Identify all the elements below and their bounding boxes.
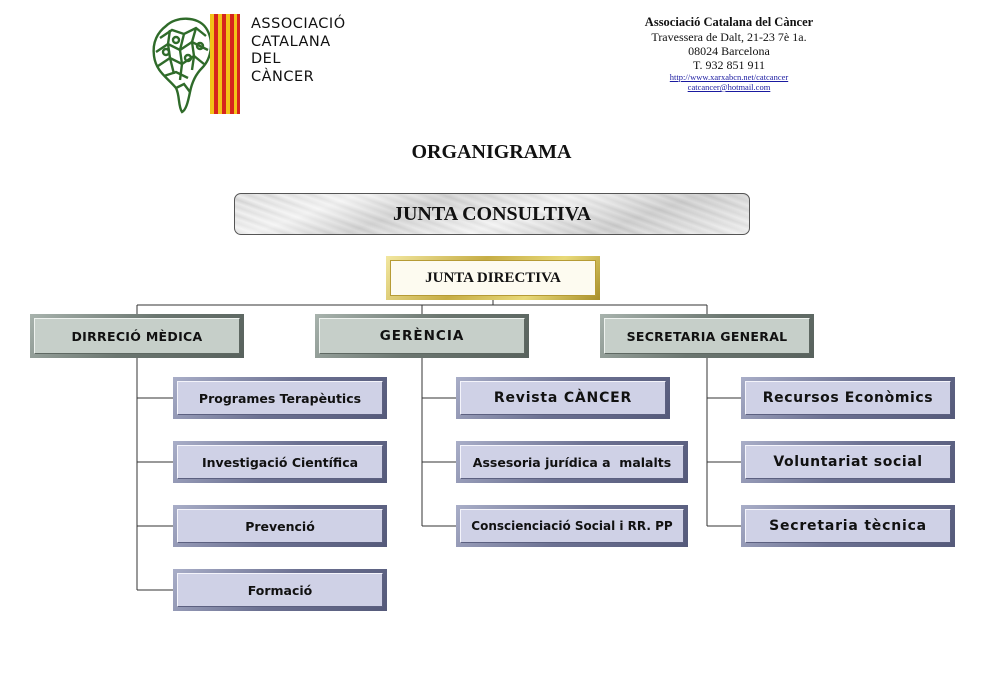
item-label: Assesoria jurídica a malalts <box>472 454 672 470</box>
department-inner: SECRETARIA GENERAL <box>604 318 810 354</box>
contact-block: Associació Catalana del Càncer Travesser… <box>600 15 858 92</box>
item-inner: Programes Terapèutics <box>177 381 383 415</box>
item-inner: Secretaria tècnica <box>745 509 951 543</box>
item-voluntariat-social: Voluntariat social <box>741 441 955 483</box>
item-inner: Voluntariat social <box>745 445 951 479</box>
item-inner: Assesoria jurídica a malalts <box>460 445 684 479</box>
junta-directiva-inner: JUNTA DIRECTIVA <box>390 260 596 296</box>
item-label: Investigació Científica <box>201 454 359 470</box>
contact-address: Travessera de Dalt, 21-23 7è 1a. <box>651 30 807 44</box>
item-label: Secretaria tècnica <box>769 518 927 534</box>
junta-consultiva-label: JUNTA CONSULTIVA <box>392 202 592 225</box>
item-label: Formació <box>247 582 313 598</box>
logo-line: CATALANA <box>251 33 331 50</box>
department-direccio-medica: DIRRECIÓ MÈDICA <box>30 314 244 358</box>
globe-tree-icon <box>152 17 213 114</box>
department-label: SECRETARIA GENERAL <box>626 328 788 344</box>
item-conscienciacio-social: Conscienciació Social i RR. PP <box>456 505 688 547</box>
department-label: GERÈNCIA <box>379 328 465 344</box>
item-programes-terapeutics: Programes Terapèutics <box>173 377 387 419</box>
item-investigacio-cientifica: Investigació Científica <box>173 441 387 483</box>
logo-wordmark: ASSOCIACIÓ CATALANA DEL CÀNCER <box>251 16 346 86</box>
contact-phone: T. 932 851 911 <box>693 58 765 72</box>
item-inner: Conscienciació Social i RR. PP <box>460 509 684 543</box>
item-label: Prevenció <box>245 518 315 534</box>
association-logo <box>152 14 240 114</box>
item-revista-cancer: Revista CÀNCER <box>456 377 670 419</box>
item-prevencio: Prevenció <box>173 505 387 547</box>
item-label: Revista CÀNCER <box>493 390 633 406</box>
logo-line: CÀNCER <box>251 68 315 85</box>
department-label: DIRRECIÓ MÈDICA <box>71 328 203 344</box>
contact-city: 08024 Barcelona <box>688 44 770 58</box>
junta-directiva-box: JUNTA DIRECTIVA <box>386 256 600 300</box>
item-inner: Prevenció <box>177 509 383 543</box>
page-title: ORGANIGRAMA <box>411 141 572 163</box>
department-secretaria-general: SECRETARIA GENERAL <box>600 314 814 358</box>
item-label: Programes Terapèutics <box>198 390 362 406</box>
department-inner: GERÈNCIA <box>319 318 525 354</box>
item-inner: Recursos Econòmics <box>745 381 951 415</box>
item-secretaria-tecnica: Secretaria tècnica <box>741 505 955 547</box>
logo-line: ASSOCIACIÓ <box>251 16 346 32</box>
item-label: Recursos Econòmics <box>762 390 934 406</box>
item-inner: Investigació Científica <box>177 445 383 479</box>
contact-name: Associació Catalana del Càncer <box>644 15 814 29</box>
department-inner: DIRRECIÓ MÈDICA <box>34 318 240 354</box>
logo-line: DEL <box>251 51 281 67</box>
item-label: Voluntariat social <box>773 454 923 470</box>
contact-website-link[interactable]: http://www.xarxabcn.net/catcancer <box>669 72 789 82</box>
item-label: Conscienciació Social i RR. PP <box>471 519 673 533</box>
item-inner: Formació <box>177 573 383 607</box>
department-gerencia: GERÈNCIA <box>315 314 529 358</box>
junta-directiva-label: JUNTA DIRECTIVA <box>425 269 561 286</box>
item-recursos-economics: Recursos Econòmics <box>741 377 955 419</box>
junta-consultiva-box: JUNTA CONSULTIVA <box>234 193 750 235</box>
item-inner: Revista CÀNCER <box>460 381 666 415</box>
item-assesoria-juridica: Assesoria jurídica a malalts <box>456 441 688 483</box>
catalan-flag-icon <box>210 14 240 114</box>
contact-email-link[interactable]: catcancer@hotmail.com <box>687 82 771 92</box>
item-formacio: Formació <box>173 569 387 611</box>
